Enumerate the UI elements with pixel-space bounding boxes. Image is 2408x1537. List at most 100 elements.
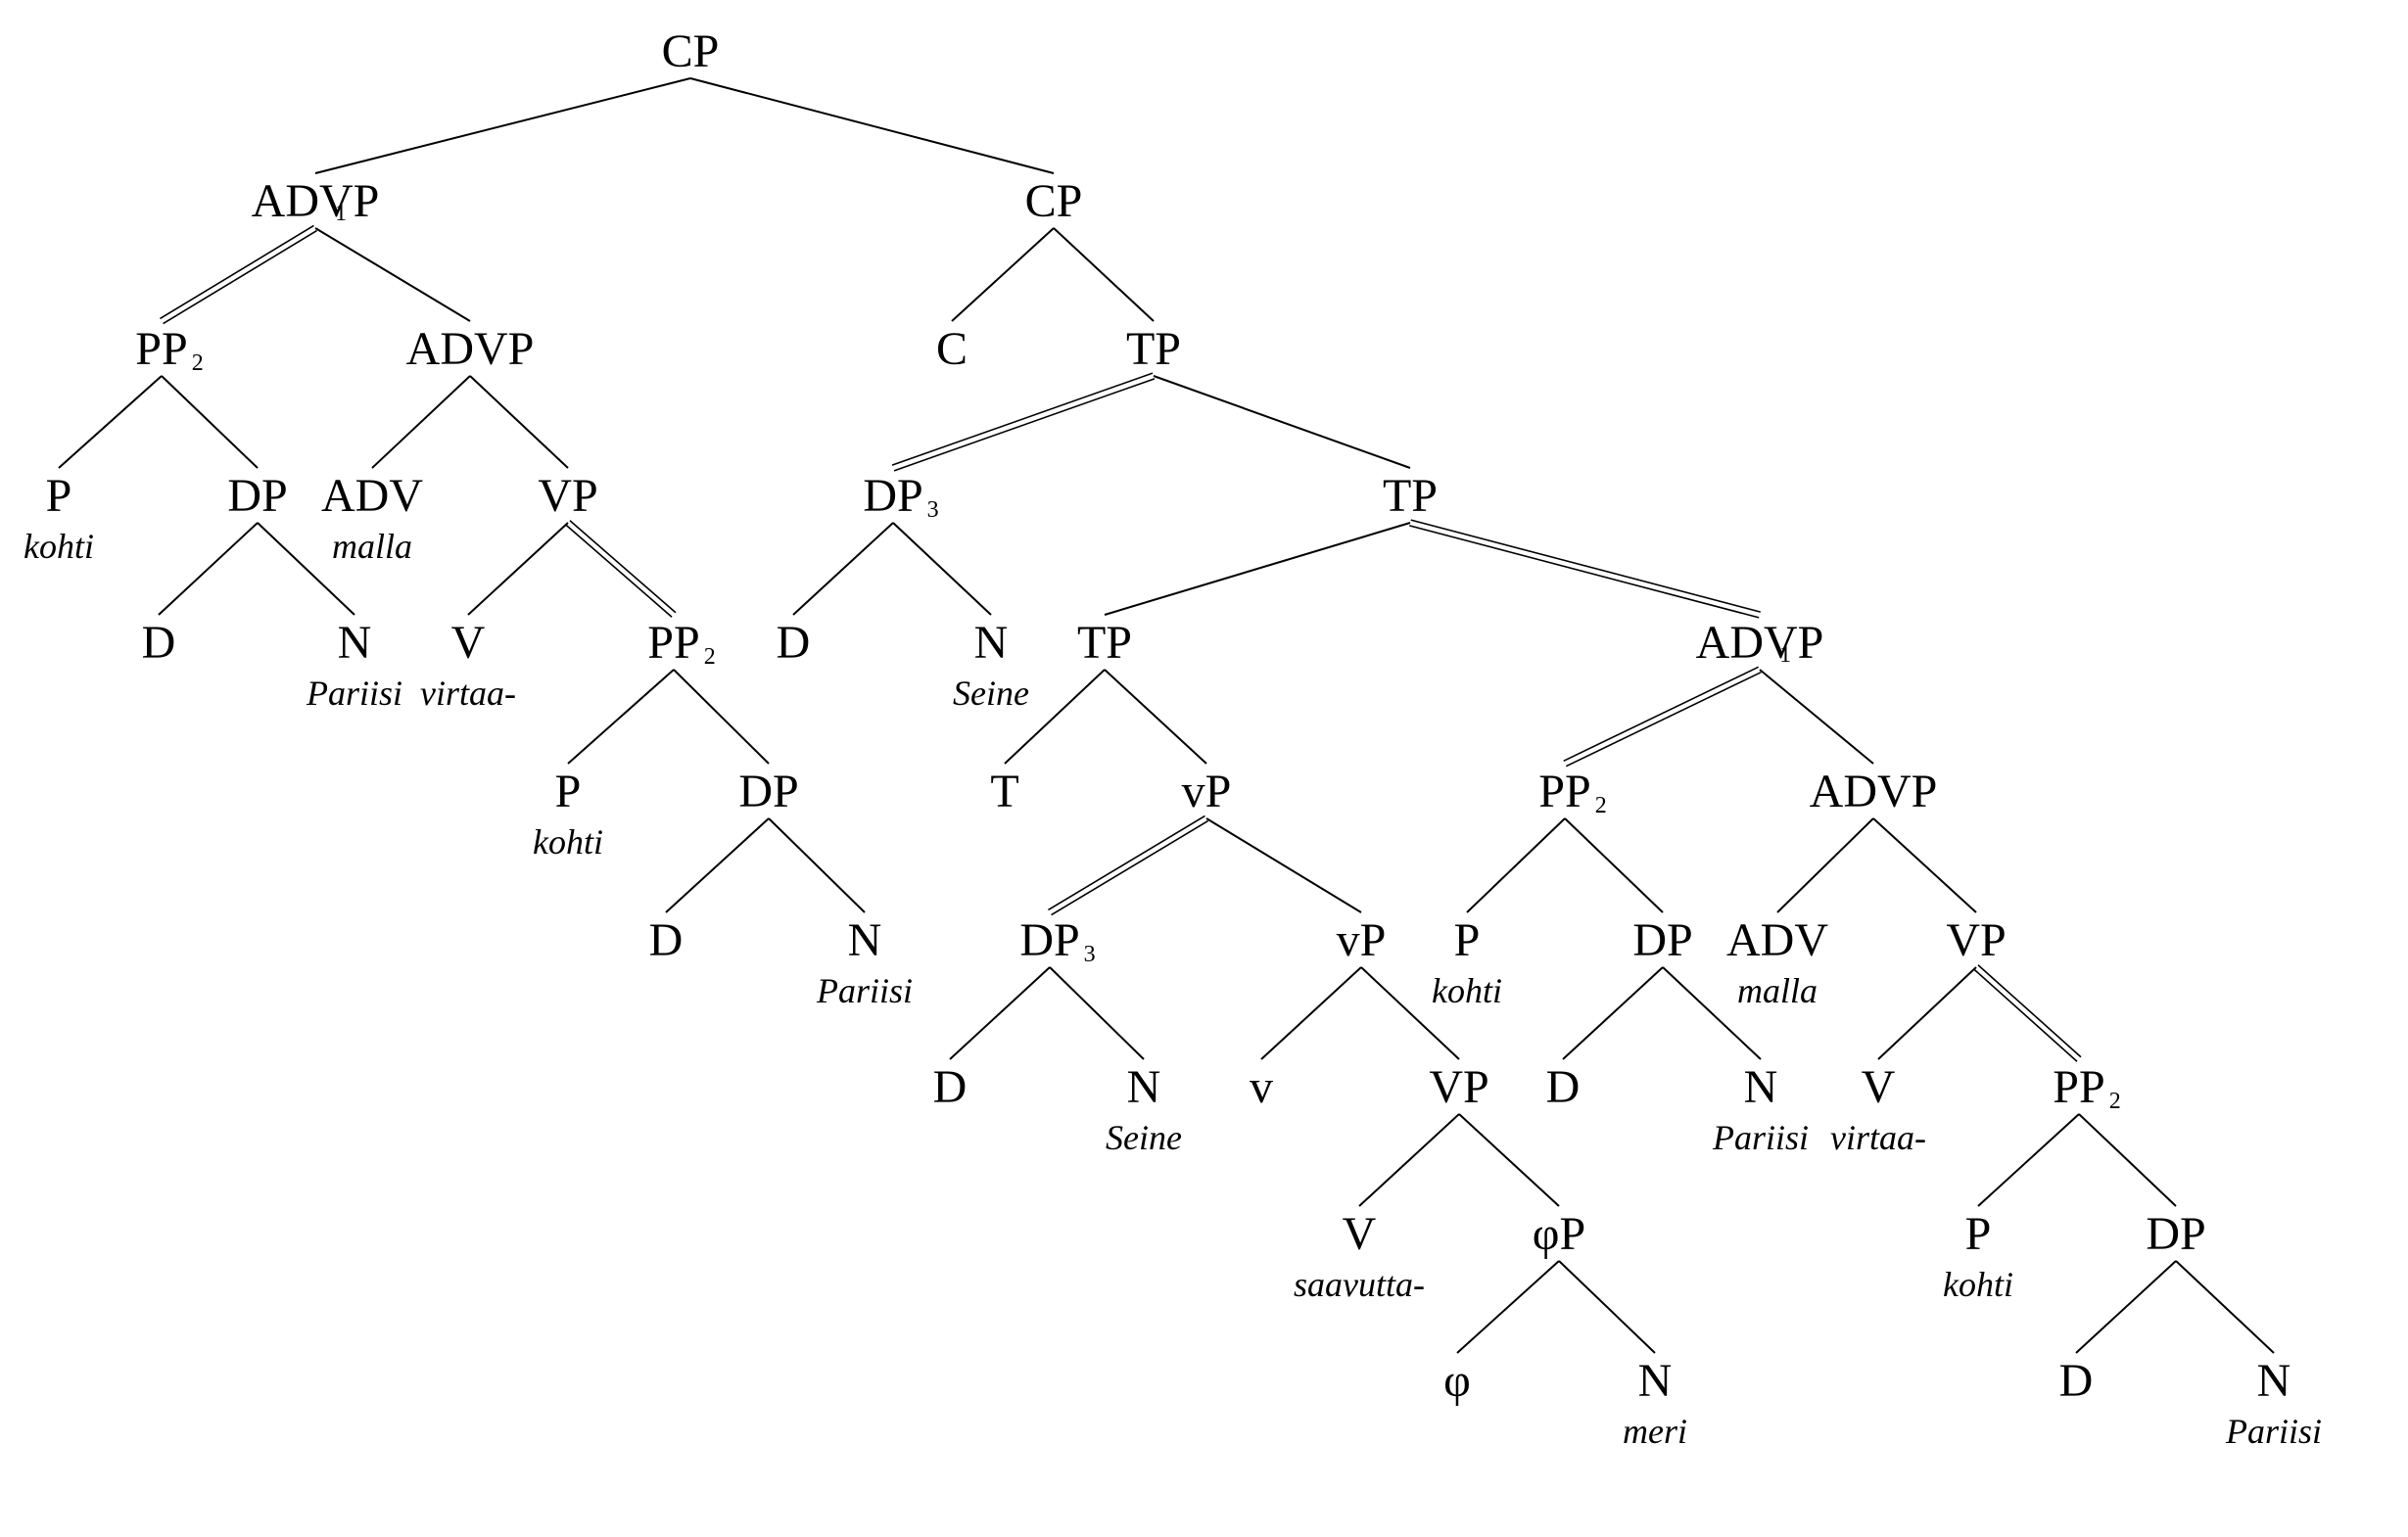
tree-edge-n26-n30 xyxy=(1205,817,1362,913)
node-label-n50: D xyxy=(2059,1355,2094,1407)
node-label-n43: ADVP xyxy=(1810,766,1938,817)
node-label-n45: VP xyxy=(1946,914,2006,966)
tree-edge-n38-n40 xyxy=(1564,817,1664,913)
node-label-n15: DP xyxy=(738,766,798,817)
node-word-n10: malla xyxy=(332,527,412,566)
tree-edge-n15-n17 xyxy=(768,817,866,913)
tree-edge-n34-n36 xyxy=(1558,1260,1656,1354)
node-label-n23: TP xyxy=(1383,470,1438,522)
node-word-n46: virtaa- xyxy=(1830,1118,1926,1157)
node-label-n13: PP xyxy=(647,617,699,669)
tree-edge-n15-n16 xyxy=(665,817,770,913)
tree-edge-n40-n42 xyxy=(1662,966,1762,1060)
tree-edge-n2-n5 xyxy=(314,227,471,322)
node-label-n19: TP xyxy=(1126,323,1181,375)
node-label-n39: P xyxy=(1454,914,1481,966)
node-label-n30: vP xyxy=(1337,914,1387,966)
tree-edge-double-n45-n47-b xyxy=(1977,964,2082,1058)
tree-edge-n27-n28 xyxy=(949,966,1051,1060)
tree-edge-double-n19-n20-a xyxy=(891,372,1154,466)
tree-edge-double-n11-n13-b xyxy=(569,520,677,614)
tree-edge-n47-n49 xyxy=(2078,1113,2177,1207)
node-label-n12: V xyxy=(451,617,486,669)
tree-edge-n37-n43 xyxy=(1759,669,1874,765)
tree-edge-double-n2-n4-b xyxy=(163,229,317,325)
node-label-n33: V xyxy=(1343,1208,1377,1260)
node-label-n8: D xyxy=(142,617,176,669)
node-word-n44: malla xyxy=(1737,971,1818,1010)
node-label-n26: vP xyxy=(1182,766,1232,817)
node-label-n6: P xyxy=(46,470,72,522)
tree-edge-double-n37-n38-b xyxy=(1565,671,1762,768)
node-label-n20: DP xyxy=(863,470,922,522)
tree-edge-n5-n10 xyxy=(371,375,471,469)
node-word-n33: saavutta- xyxy=(1294,1265,1425,1304)
node-word-n51: Pariisi xyxy=(2225,1412,2322,1451)
tree-edge-n43-n45 xyxy=(1872,817,1977,913)
node-label-n36: N xyxy=(1638,1355,1673,1407)
tree-edge-n11-n12 xyxy=(467,522,569,616)
node-index-n20: 3 xyxy=(927,497,939,523)
tree-edge-n3-n18 xyxy=(951,227,1055,322)
node-label-n41: D xyxy=(1546,1061,1581,1113)
node-index-n13: 2 xyxy=(704,644,716,670)
tree-edge-n20-n21 xyxy=(792,522,894,616)
tree-edge-n23-n24 xyxy=(1104,522,1411,616)
node-label-n4: PP xyxy=(135,323,187,375)
tree-edge-double-n19-n20-b xyxy=(893,378,1156,472)
node-label-n46: V xyxy=(1862,1061,1896,1113)
node-word-n14: kohti xyxy=(533,822,603,862)
tree-edge-n1-n2 xyxy=(314,77,691,174)
tree-edge-n32-n34 xyxy=(1458,1113,1560,1207)
tree-edge-n49-n50 xyxy=(2075,1260,2177,1354)
tree-edge-double-n26-n27-a xyxy=(1048,815,1205,911)
tree-edge-n32-n33 xyxy=(1358,1113,1460,1207)
tree-edges xyxy=(58,77,2275,1354)
tree-edge-n13-n14 xyxy=(567,669,675,765)
node-word-n48: kohti xyxy=(1943,1265,2013,1304)
node-label-n28: D xyxy=(933,1061,968,1113)
tree-edge-double-n11-n13-a xyxy=(565,524,673,618)
node-index-n37: 1 xyxy=(1779,642,1791,668)
tree-edge-n45-n46 xyxy=(1877,966,1977,1060)
tree-edge-n13-n15 xyxy=(673,669,770,765)
tree-edge-double-n23-n37-b xyxy=(1410,519,1761,613)
node-label-n22: N xyxy=(974,617,1009,669)
node-index-n38: 2 xyxy=(1595,793,1607,818)
node-label-n51: N xyxy=(2257,1355,2291,1407)
tree-edge-double-n26-n27-b xyxy=(1051,819,1208,916)
tree-edge-n7-n8 xyxy=(158,522,259,616)
tree-edge-n7-n9 xyxy=(257,522,355,616)
node-label-n27: DP xyxy=(1019,914,1079,966)
node-label-n34: φP xyxy=(1533,1208,1585,1260)
node-label-n37: ADVP xyxy=(1696,617,1824,669)
tree-edge-double-n45-n47-a xyxy=(1973,968,2078,1062)
node-word-n42: Pariisi xyxy=(1712,1118,1809,1157)
tree-edge-n43-n44 xyxy=(1776,817,1874,913)
tree-edge-n40-n41 xyxy=(1562,966,1664,1060)
tree-edge-n4-n7 xyxy=(161,375,259,469)
node-label-n3: CP xyxy=(1025,175,1083,227)
node-label-n38: PP xyxy=(1538,766,1590,817)
node-label-n29: N xyxy=(1127,1061,1161,1113)
node-label-n17: N xyxy=(848,914,882,966)
node-word-n29: Seine xyxy=(1106,1118,1182,1157)
tree-edge-n30-n32 xyxy=(1360,966,1460,1060)
node-label-n24: TP xyxy=(1077,617,1132,669)
tree-edge-n3-n19 xyxy=(1053,227,1155,322)
tree-edge-n4-n6 xyxy=(58,375,163,469)
node-index-n2: 1 xyxy=(335,201,347,226)
node-label-n9: N xyxy=(338,617,372,669)
tree-edge-n24-n26 xyxy=(1104,669,1207,765)
node-label-n42: N xyxy=(1744,1061,1778,1113)
tree-edge-n1-n3 xyxy=(689,77,1055,174)
node-word-n39: kohti xyxy=(1432,971,1502,1010)
node-label-n16: D xyxy=(649,914,684,966)
node-index-n27: 3 xyxy=(1084,942,1096,967)
node-word-n22: Seine xyxy=(953,674,1029,713)
tree-edge-n24-n25 xyxy=(1004,669,1106,765)
tree-edge-n30-n31 xyxy=(1260,966,1362,1060)
tree-edge-double-n37-n38-a xyxy=(1563,666,1760,763)
node-index-n47: 2 xyxy=(2109,1089,2121,1114)
